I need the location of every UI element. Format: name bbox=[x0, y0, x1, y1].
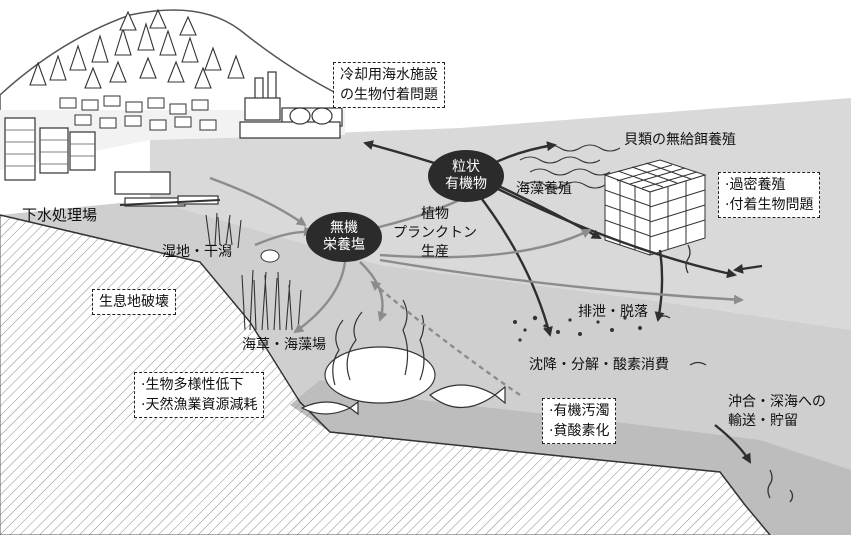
node-particulate-organic-line2: 有機物 bbox=[445, 176, 487, 192]
arrow-organic-offshore bbox=[489, 183, 737, 279]
box-biodiversity-line2: ·天然漁業資源減耗 bbox=[141, 397, 258, 413]
arrow-excretion bbox=[654, 249, 665, 322]
wetland-reeds bbox=[205, 212, 242, 249]
box-cooling-water-issue: 冷却用海水施設 の生物付着問題 bbox=[333, 62, 445, 108]
box-cooling-line2: の生物付着問題 bbox=[340, 87, 438, 103]
box-organic-pollution: ·有機汚濁 ·貧酸素化 bbox=[542, 398, 617, 444]
box-overcrowding-line2: ·付着生物問題 bbox=[725, 197, 814, 213]
label-offshore-line2: 輸送・貯留 bbox=[728, 413, 798, 429]
label-phytoplankton: 植物 プランクトン 生産 bbox=[385, 205, 485, 262]
forest-trees bbox=[29, 8, 245, 89]
box-biodiversity-line1: ·生物多様性低下 bbox=[141, 377, 244, 393]
shellfish-culture-rack bbox=[603, 159, 707, 256]
label-offshore-transport: 沖合・深海への 輸送・貯留 bbox=[728, 393, 826, 431]
power-plant bbox=[239, 71, 343, 139]
arrow-nutrient-to-seaweed bbox=[379, 228, 592, 259]
label-wetland: 湿地・干潟 bbox=[162, 244, 232, 260]
box-pollution-line2: ·貧酸素化 bbox=[549, 423, 610, 439]
label-sewage-plant: 下水処理場 bbox=[22, 206, 98, 224]
box-habitat-destruction: 生息地破壊 bbox=[92, 289, 176, 315]
arrow-nutrient-to-seagrass bbox=[293, 261, 347, 334]
sinking-particles bbox=[513, 315, 642, 342]
seaweed-bed bbox=[324, 299, 436, 404]
seabed bbox=[290, 380, 851, 535]
houses bbox=[59, 95, 217, 131]
label-shellfish-culture: 貝類の無給餌養殖 bbox=[624, 132, 736, 148]
node-inorganic-nutrients-line1: 無機 bbox=[330, 220, 358, 236]
label-phytoplankton-line2: プランクトン bbox=[393, 225, 477, 241]
label-offshore-line1: 沖合・深海への bbox=[728, 394, 826, 410]
sea-surface bbox=[150, 98, 851, 330]
node-particulate-organic-line1: 粒状 bbox=[452, 159, 480, 175]
label-settling: 沈降・分解・酸素消費 bbox=[529, 357, 669, 373]
fish-illustrations bbox=[300, 384, 506, 416]
label-phytoplankton-line3: 生産 bbox=[421, 244, 449, 260]
arrow-seabed-regeneration bbox=[370, 280, 521, 396]
label-seaweed-culture: 海藻養殖 bbox=[516, 181, 572, 197]
arrow-inflow-offshore bbox=[733, 263, 763, 274]
arrow-nutrient-offshore bbox=[379, 258, 744, 305]
box-overcrowding-line1: ·過密養殖 bbox=[725, 177, 786, 193]
box-pollution-line1: ·有機汚濁 bbox=[549, 403, 610, 419]
arrow-to-deep-sea bbox=[714, 424, 752, 464]
box-biodiversity-decline: ·生物多様性低下 ·天然漁業資源減耗 bbox=[134, 372, 265, 418]
apartment-buildings bbox=[4, 117, 96, 181]
node-inorganic-nutrients-line2: 栄養塩 bbox=[323, 237, 365, 253]
seagrass-bed bbox=[241, 269, 302, 331]
label-excretion: 排泄・脱落 bbox=[578, 304, 648, 320]
box-cooling-line1: 冷却用海水施設 bbox=[340, 67, 438, 83]
box-habitat-line1: 生息地破壊 bbox=[99, 294, 169, 310]
node-particulate-organic-matter: 粒状 有機物 bbox=[428, 150, 504, 202]
box-overcrowding-issue: ·過密養殖 ·付着生物問題 bbox=[718, 172, 821, 218]
node-inorganic-nutrients: 無機 栄養塩 bbox=[306, 212, 382, 262]
arrow-land-runoff bbox=[209, 176, 307, 227]
label-seagrass: 海草・海藻場 bbox=[242, 337, 326, 353]
label-phytoplankton-line1: 植物 bbox=[421, 206, 449, 222]
arrow-organic-settling bbox=[474, 189, 553, 337]
